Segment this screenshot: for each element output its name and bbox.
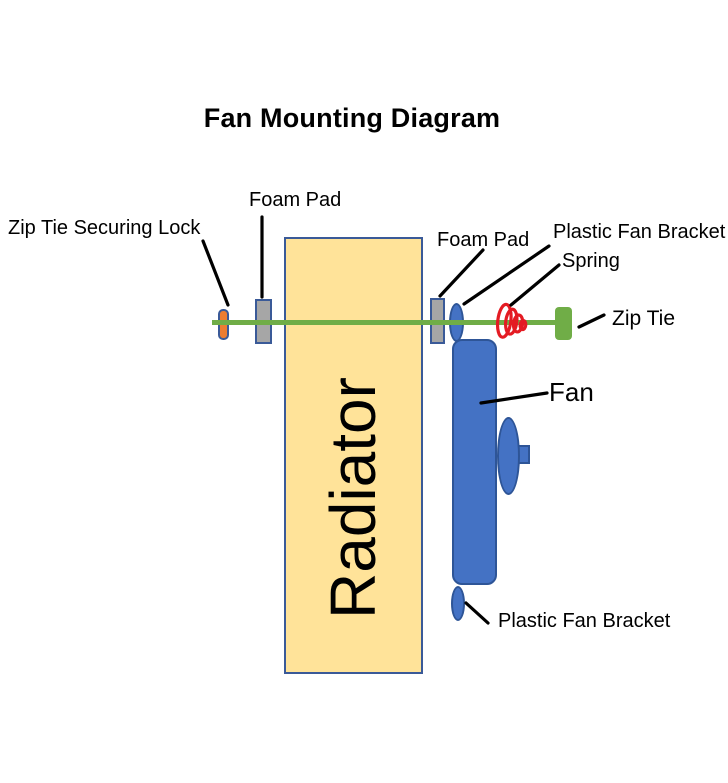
fan-hub-shape — [497, 417, 520, 495]
label-foam-pad-right: Foam Pad — [437, 229, 530, 251]
zip-tie-head-shape — [555, 307, 572, 340]
fan-body-shape — [452, 339, 497, 585]
zip-tie-line — [212, 320, 558, 325]
label-zip-tie-securing-lock: Zip Tie Securing Lock — [8, 217, 201, 239]
page-title: Fan Mounting Diagram — [203, 103, 501, 133]
radiator-shape — [284, 237, 423, 674]
leader-zip-tie-securing-lock — [201, 239, 230, 307]
label-plastic-fan-bracket-top: Plastic Fan Bracket — [553, 221, 726, 243]
leader-foam-pad-right — [438, 248, 485, 298]
leader-plastic-fan-bracket-top — [462, 244, 551, 306]
label-plastic-fan-bracket-bottom: Plastic Fan Bracket — [498, 610, 671, 632]
label-fan: Fan — [549, 377, 594, 407]
leader-plastic-fan-bracket-bottom — [464, 601, 490, 625]
label-spring: Spring — [562, 250, 620, 272]
leader-spring — [509, 263, 561, 307]
leader-zip-tie — [577, 313, 606, 329]
spring-icon — [495, 302, 528, 339]
plastic-fan-bracket-bottom-shape — [451, 586, 465, 621]
radiator-label: Radiator — [317, 377, 389, 619]
label-zip-tie: Zip Tie — [612, 307, 676, 330]
label-foam-pad-left: Foam Pad — [249, 189, 342, 211]
